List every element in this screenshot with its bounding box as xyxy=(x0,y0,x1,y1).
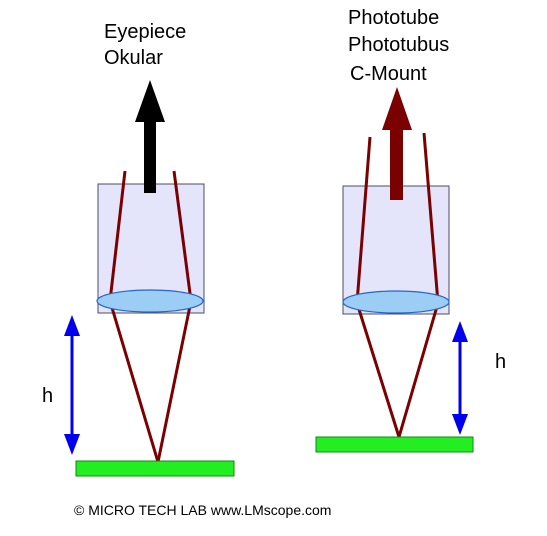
eyepiece-lens xyxy=(96,289,204,313)
copyright-footer: © MICRO TECH LAB www.LMscope.com xyxy=(74,502,332,518)
eyepiece-label-line1: Eyepiece xyxy=(104,21,187,43)
eyepiece-specimen-slide xyxy=(75,460,235,477)
eyepiece-label-line2: Okular xyxy=(104,47,163,69)
phototube-height-label: h xyxy=(495,351,507,373)
eyepiece-setup xyxy=(64,80,235,477)
phototube-output-arrow xyxy=(382,87,412,200)
eyepiece-height-arrow xyxy=(64,315,80,455)
eyepiece-output-arrow xyxy=(135,80,165,193)
eyepiece-height-label: h xyxy=(42,385,54,407)
phototube-specimen-slide xyxy=(315,436,474,453)
phototube-label-line2: Phototubus xyxy=(348,34,450,56)
phototube-label-line1: Phototube xyxy=(348,7,440,29)
phototube-label-line3: C-Mount xyxy=(350,63,427,85)
phototube-lens xyxy=(342,290,450,314)
phototube-height-arrow xyxy=(452,321,468,435)
phototube-setup xyxy=(315,87,474,453)
